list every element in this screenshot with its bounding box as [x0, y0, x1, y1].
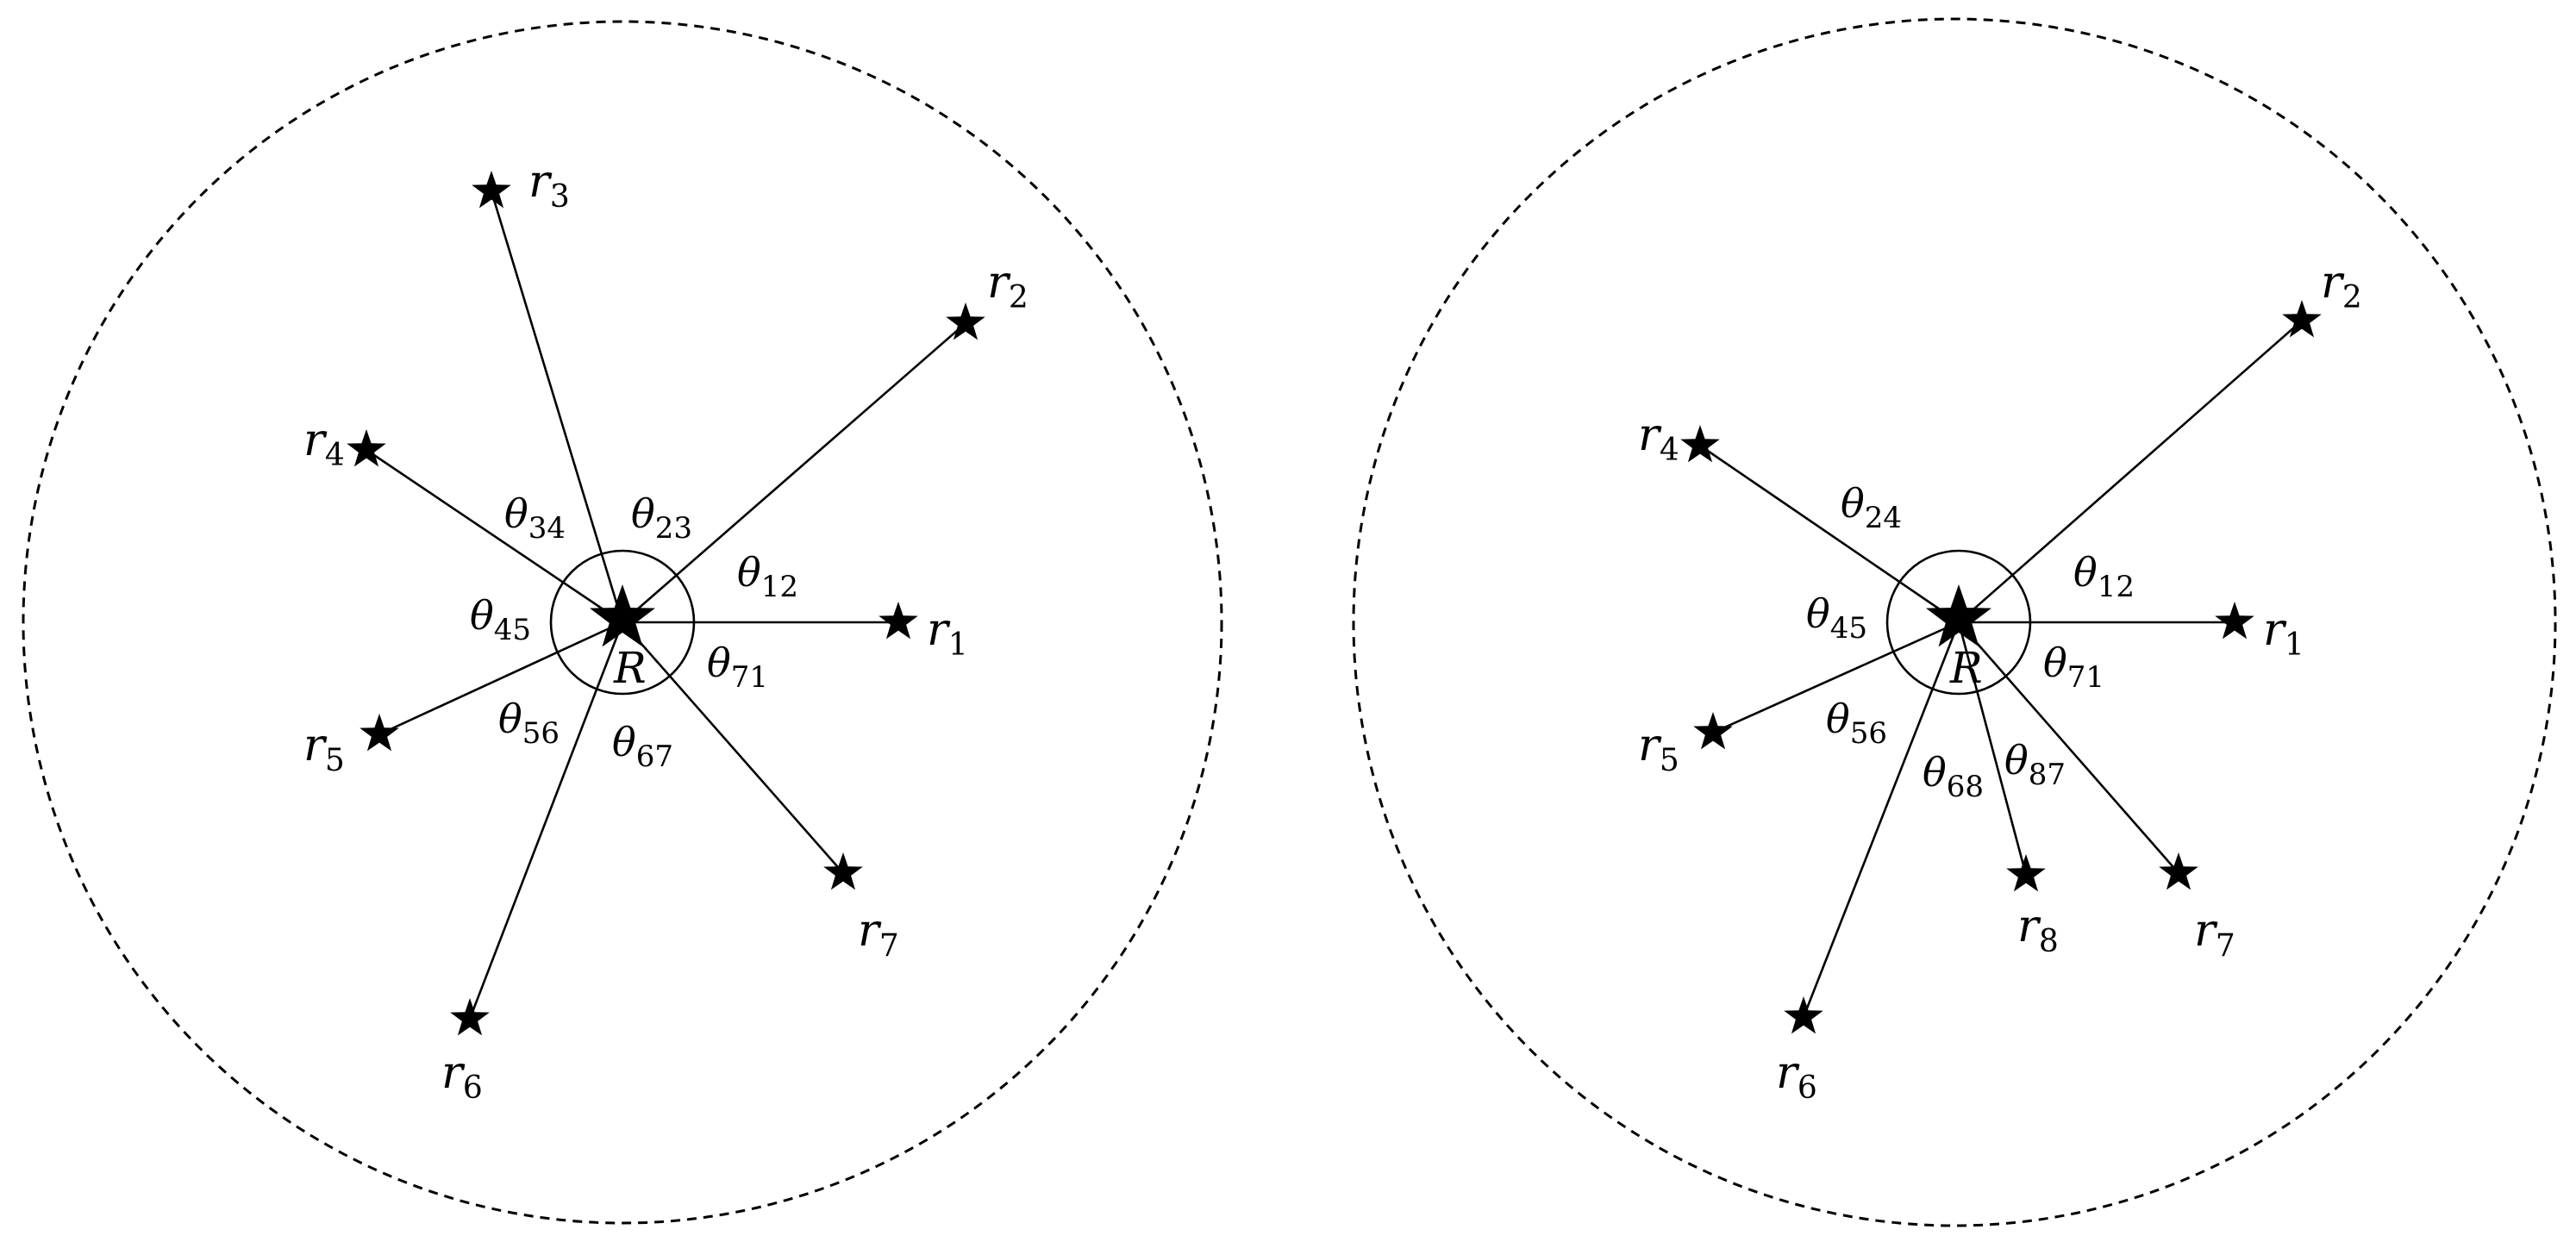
ray-r3 [490, 190, 624, 623]
angle-label: θ68 [1923, 749, 1984, 804]
angle-label: θ12 [2073, 549, 2135, 604]
point-label: r6 [1776, 1047, 1817, 1106]
point-label: r8 [2017, 901, 2059, 959]
angle-label: θ34 [504, 490, 566, 546]
angle-labels: θ12 θ24 θ45 θ56 θ68 θ87 θ71 [1806, 480, 2135, 804]
ray-r2 [1958, 320, 2303, 623]
angle-label: θ23 [631, 490, 692, 546]
star-icon [1680, 425, 1720, 463]
point-label: r6 [441, 1047, 483, 1106]
boundary-circle [1352, 17, 2557, 1227]
point-label: r1 [927, 604, 968, 663]
point-labels: r1 r2 r4 r5 r6 r8 r7 [1638, 257, 2362, 1106]
point-label: r4 [303, 415, 345, 473]
star-icon [878, 602, 918, 640]
point-label: r2 [2321, 257, 2362, 315]
angle-label: θ56 [498, 696, 560, 751]
ray-r7 [622, 621, 844, 874]
angle-label: θ71 [2043, 640, 2104, 695]
angle-label: θ71 [707, 640, 768, 695]
point-label: r4 [1638, 409, 1679, 468]
angle-circle [549, 549, 696, 696]
point-label: r5 [303, 720, 345, 778]
ray-r8 [1957, 621, 2028, 876]
point-label: r7 [858, 905, 899, 964]
star-icon [2215, 602, 2254, 640]
angle-label: θ45 [1806, 590, 1867, 646]
angle-label: θ67 [612, 719, 673, 774]
ray-r5 [378, 621, 623, 736]
angle-label: θ56 [1826, 696, 1887, 751]
star-icon [360, 714, 399, 752]
point-label: r1 [2263, 604, 2304, 663]
rays [366, 190, 966, 1020]
angle-label: θ24 [1841, 480, 1902, 535]
right-panel: R r1 r2 r4 r5 r6 r8 r7 θ12 θ24 θ45 θ56 θ… [1352, 17, 2557, 1227]
star-icon [1784, 996, 1823, 1034]
star-icon [590, 584, 655, 647]
angle-label: θ12 [737, 549, 798, 604]
star-icon [1926, 584, 1991, 647]
angle-circle [1885, 549, 2032, 696]
ray-r4 [366, 448, 623, 624]
star-icon [1693, 712, 1733, 750]
rays [1699, 320, 2303, 1018]
point-labels: r1 r2 r3 r4 r5 r6 r7 [303, 156, 1029, 1106]
left-panel: R r1 r2 r3 r4 r5 r6 r7 θ12 θ23 θ34 θ45 θ… [22, 20, 1223, 1225]
angle-label: θ87 [2004, 737, 2066, 792]
point-label: r7 [2194, 905, 2235, 964]
point-label: r2 [987, 257, 1029, 315]
ray-r4 [1699, 444, 1960, 624]
center-label: R [1949, 643, 1983, 693]
point-stars [347, 171, 985, 1036]
point-label: r3 [528, 156, 570, 215]
ray-r7 [1958, 621, 2179, 874]
star-icon [450, 998, 490, 1036]
point-stars [1680, 300, 2322, 1034]
point-label: r5 [1638, 720, 1679, 778]
center-label: R [613, 643, 647, 693]
angle-label: θ45 [470, 592, 531, 647]
star-icon [472, 171, 511, 209]
ray-r5 [1712, 621, 1960, 734]
angle-labels: θ12 θ23 θ34 θ45 θ56 θ67 θ71 [470, 490, 798, 774]
boundary-circle [22, 20, 1223, 1225]
star-icon [347, 429, 386, 467]
star-icon [2006, 854, 2046, 892]
ray-r2 [622, 322, 966, 623]
